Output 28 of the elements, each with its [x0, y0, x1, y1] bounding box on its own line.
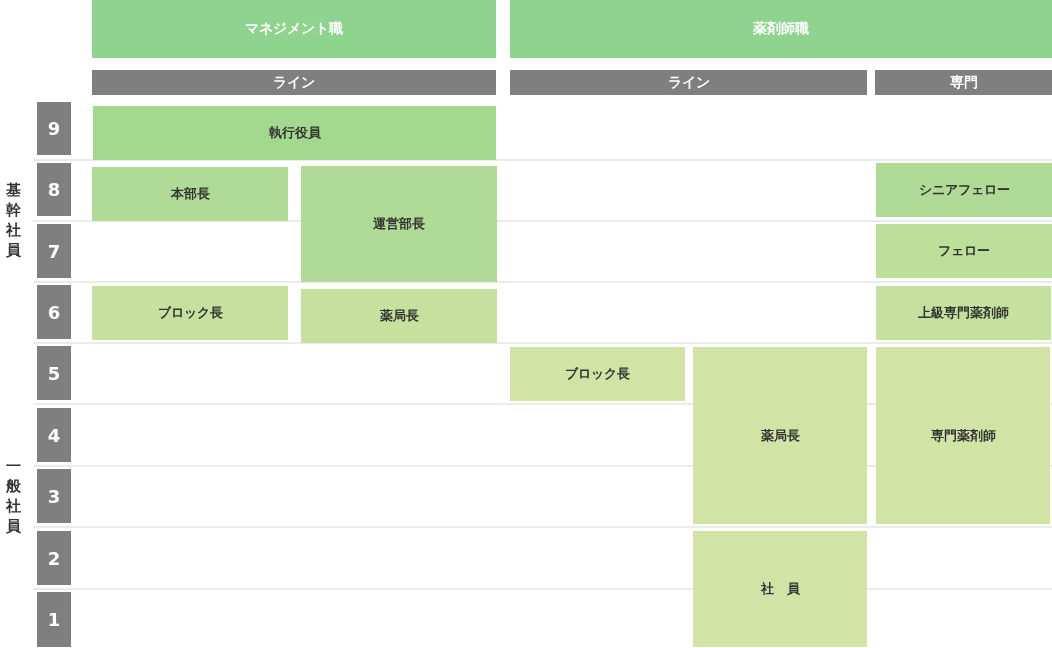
group-label: 基幹社員 — [5, 180, 21, 260]
position-box: 運営部長 — [301, 166, 497, 282]
grade-box: 6 — [37, 285, 71, 339]
position-box: 社 員 — [693, 531, 867, 647]
position-box: ブロック長 — [510, 347, 685, 401]
track-header: ライン — [92, 70, 496, 95]
grade-box: 4 — [37, 408, 71, 462]
grade-box: 8 — [37, 163, 71, 216]
position-box: 執行役員 — [93, 106, 496, 160]
position-box: 本部長 — [92, 167, 288, 221]
position-box: フェロー — [876, 224, 1052, 278]
track-header: 専門 — [875, 70, 1052, 95]
grade-box: 5 — [37, 346, 71, 400]
group-label: 一般社員 — [5, 456, 21, 536]
position-box: 上級専門薬剤師 — [876, 286, 1051, 340]
track-header: ライン — [510, 70, 867, 95]
grade-box: 9 — [37, 102, 71, 155]
position-box: 専門薬剤師 — [876, 347, 1050, 524]
grade-box: 1 — [37, 592, 71, 647]
grade-box: 3 — [37, 469, 71, 523]
position-box: ブロック長 — [92, 286, 288, 340]
position-box: 薬局長 — [693, 347, 867, 524]
column-header: マネジメント職 — [92, 0, 496, 58]
grade-box: 7 — [37, 224, 71, 278]
column-header: 薬剤師職 — [510, 0, 1052, 58]
position-box: 薬局長 — [301, 289, 497, 343]
grade-box: 2 — [37, 531, 71, 585]
position-box: シニアフェロー — [876, 163, 1052, 217]
